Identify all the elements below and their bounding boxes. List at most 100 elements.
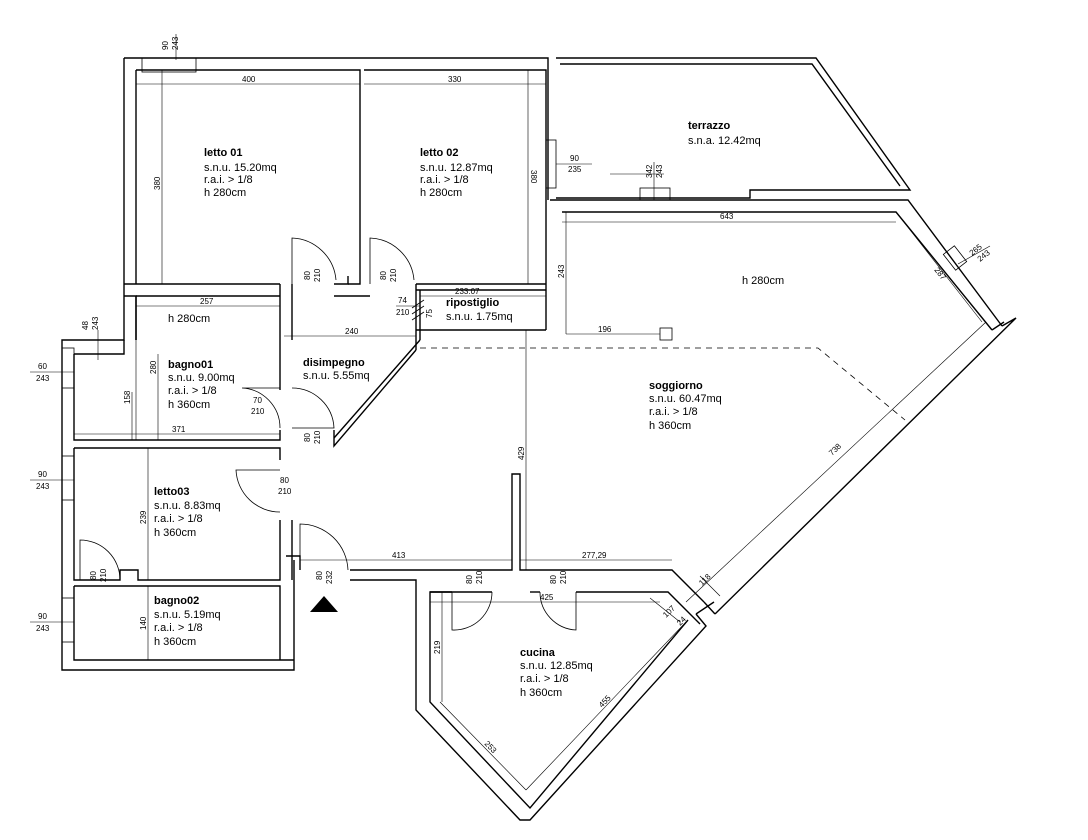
room-height: h 280cm xyxy=(420,187,462,199)
dim-label: 80 xyxy=(549,575,558,584)
room-height: h 360cm xyxy=(154,636,196,648)
dim-label: 196 xyxy=(598,325,612,334)
room-area: s.n.u. 9.00mq xyxy=(168,372,235,384)
room-height: h 360cm xyxy=(154,527,196,539)
doors xyxy=(79,237,577,631)
room-ratio: r.a.i. > 1/8 xyxy=(420,174,469,186)
dim-label: 243 xyxy=(557,264,566,278)
dim-label: 118 xyxy=(697,572,713,588)
dim-label: 240 xyxy=(345,327,359,336)
entrance-arrow-icon xyxy=(310,596,338,612)
dim-label: 158 xyxy=(123,390,132,404)
dim-label: 210 xyxy=(313,430,322,444)
room-area: s.n.u. 8.83mq xyxy=(154,500,221,512)
dim-label: 371 xyxy=(172,425,186,434)
dim-label: 210 xyxy=(99,568,108,582)
room-name: disimpegno xyxy=(303,357,365,369)
dim-label: 210 xyxy=(559,570,568,584)
room-area: s.n.u. 1.75mq xyxy=(446,311,513,323)
room-area: s.n.u. 12.87mq xyxy=(420,162,493,174)
room-height: h 360cm xyxy=(168,399,210,411)
dim-label: 380 xyxy=(153,176,162,190)
dim-label: 235 xyxy=(568,165,582,174)
room-height: h 360cm xyxy=(649,420,691,432)
room-letto01: letto 01 s.n.u. 15.20mq r.a.i. > 1/8 h 2… xyxy=(204,147,277,199)
room-height: h 360cm xyxy=(520,687,562,699)
room-area: s.n.u. 5.55mq xyxy=(303,370,370,382)
dim-label: 107 xyxy=(661,603,677,619)
room-name: letto 02 xyxy=(420,147,459,159)
room-name: ripostiglio xyxy=(446,297,499,309)
dim-label: 80 xyxy=(280,476,289,485)
dim-label: 80 xyxy=(379,271,388,280)
room-terrazzo: terrazzo s.n.a. 12.42mq xyxy=(688,120,761,147)
dim-label: 210 xyxy=(278,487,292,496)
room-ratio: r.a.i. > 1/8 xyxy=(204,174,253,186)
dim-label: 80 xyxy=(315,571,324,580)
dim-label: 75 xyxy=(425,309,434,318)
dim-label: 342 xyxy=(645,164,654,178)
dim-label: 80 xyxy=(89,571,98,580)
dim-label: 280 xyxy=(149,360,158,374)
dim-label: 243 xyxy=(171,36,180,50)
dim-label: 74 xyxy=(398,296,407,305)
dim-label: 80 xyxy=(303,271,312,280)
dim-label: 738 xyxy=(827,441,843,457)
dim-label: 233.07 xyxy=(455,287,480,296)
room-name: letto 01 xyxy=(204,147,243,159)
dim-label: 425 xyxy=(540,593,554,602)
dim-label: 253 xyxy=(483,739,499,755)
room-bagno01: bagno01 s.n.u. 9.00mq r.a.i. > 1/8 h 360… xyxy=(168,359,235,411)
dim-label: 80 xyxy=(303,433,312,442)
dim-label: 90 xyxy=(570,154,579,163)
ceiling-change-line xyxy=(420,347,906,421)
room-area: s.n.u. 15.20mq xyxy=(204,162,277,174)
dim-label: 243 xyxy=(655,164,664,178)
dim-label: 455 xyxy=(597,693,613,709)
room-letto03: letto03 s.n.u. 8.83mq r.a.i. > 1/8 h 360… xyxy=(154,486,221,539)
room-area: s.n.u. 60.47mq xyxy=(649,393,722,405)
dim-label: 232 xyxy=(325,570,334,584)
dimension-lines xyxy=(30,34,991,791)
room-height: h 280cm xyxy=(204,187,246,199)
dim-label: 413 xyxy=(392,551,406,560)
dim-label: 330 xyxy=(448,75,462,84)
room-cucina: cucina s.n.u. 12.85mq r.a.i. > 1/8 h 360… xyxy=(520,647,593,699)
room-name: bagno01 xyxy=(168,359,213,371)
corridor-height: h 280cm xyxy=(168,313,210,325)
room-letto02: letto 02 s.n.u. 12.87mq r.a.i. > 1/8 h 2… xyxy=(420,147,493,199)
dim-label: 90 xyxy=(161,41,170,50)
dim-label: 239 xyxy=(139,510,148,524)
room-area: s.n.u. 5.19mq xyxy=(154,609,221,621)
dim-label: 80 xyxy=(465,575,474,584)
dim-label: 90 xyxy=(38,470,47,479)
room-area: s.n.a. 12.42mq xyxy=(688,135,761,147)
dim-label: 380 xyxy=(529,170,538,184)
room-ratio: r.a.i. > 1/8 xyxy=(168,385,217,397)
room-area: s.n.u. 12.85mq xyxy=(520,660,593,672)
room-ratio: r.a.i. > 1/8 xyxy=(154,622,203,634)
room-bagno02: bagno02 s.n.u. 5.19mq r.a.i. > 1/8 h 360… xyxy=(154,595,221,648)
room-name: bagno02 xyxy=(154,595,199,607)
dim-label: 277,29 xyxy=(582,551,607,560)
dim-label: 287 xyxy=(932,266,948,282)
room-disimpegno: disimpegno s.n.u. 5.55mq xyxy=(303,357,370,382)
dim-label: 219 xyxy=(433,640,442,654)
living-upper-height: h 280cm xyxy=(742,275,784,287)
dim-label: 243 xyxy=(36,624,50,633)
room-ripostiglio: ripostiglio s.n.u. 1.75mq xyxy=(446,297,513,323)
dim-label: 48 xyxy=(81,321,90,330)
dim-label: 140 xyxy=(139,616,148,630)
room-ratio: r.a.i. > 1/8 xyxy=(649,406,698,418)
dim-label: 243 xyxy=(36,374,50,383)
room-name: terrazzo xyxy=(688,120,730,132)
dim-label: 243 xyxy=(91,316,100,330)
dim-label: 60 xyxy=(38,362,47,371)
dim-label: 643 xyxy=(720,212,734,221)
room-ratio: r.a.i. > 1/8 xyxy=(520,673,569,685)
inner-walls xyxy=(61,57,968,661)
dim-label: 243 xyxy=(36,482,50,491)
dim-label: 400 xyxy=(242,75,256,84)
dim-label: 429 xyxy=(517,446,526,460)
